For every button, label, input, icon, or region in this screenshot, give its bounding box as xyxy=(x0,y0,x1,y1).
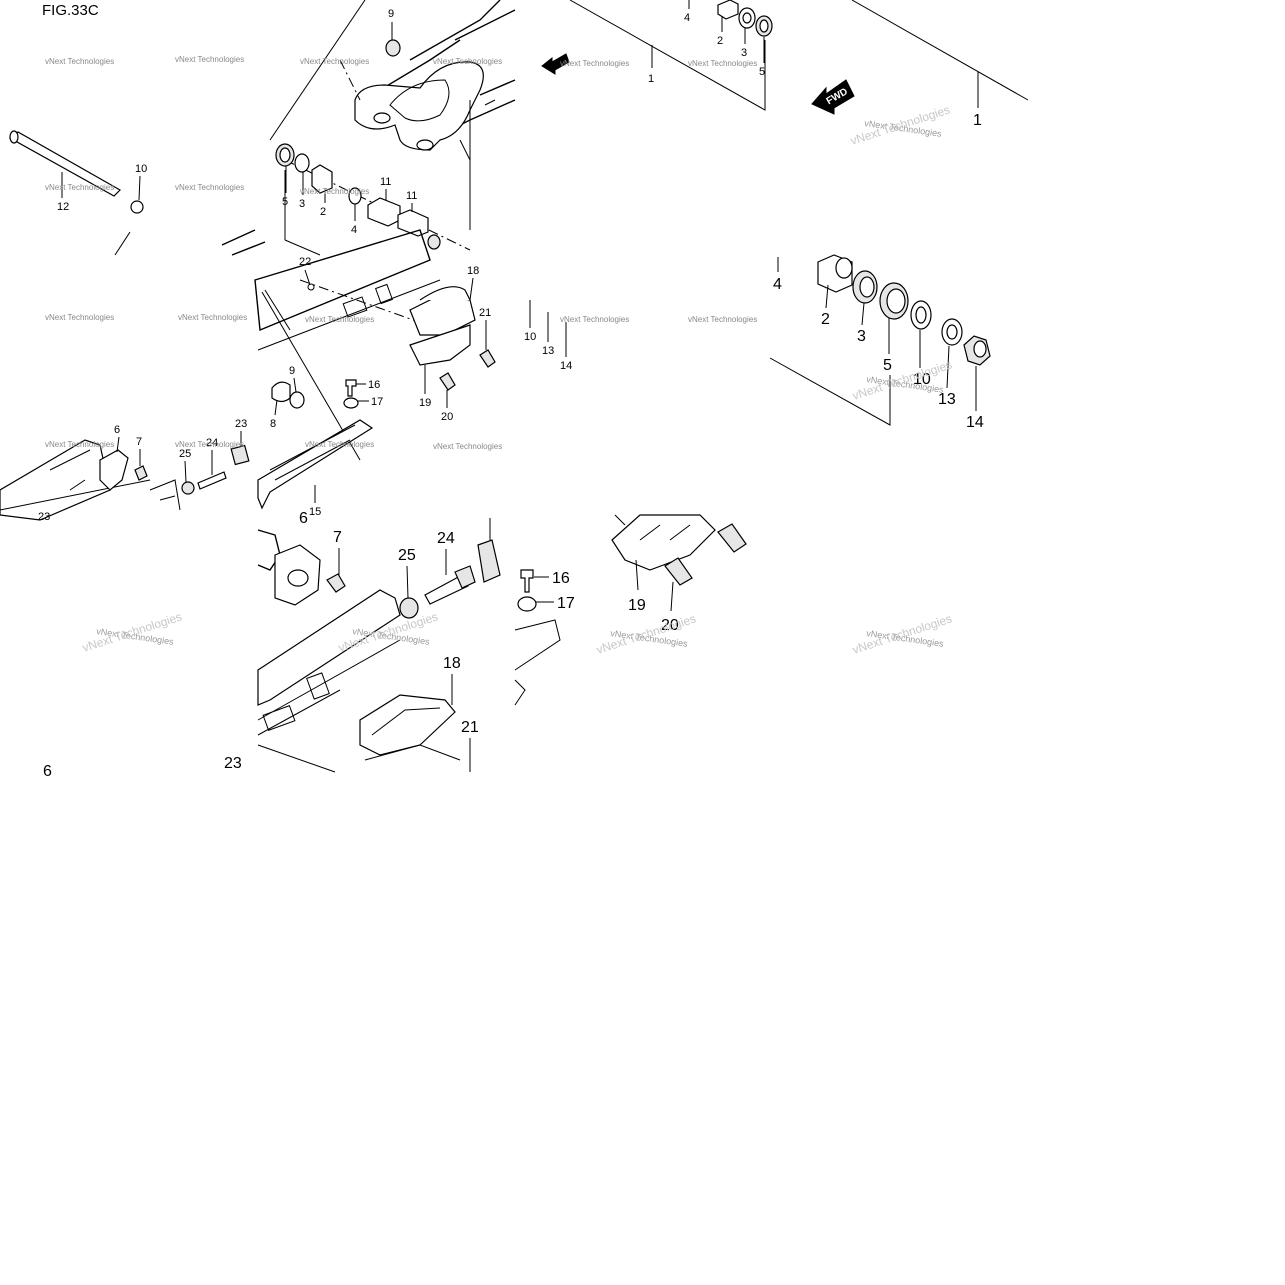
callout-label: 14 xyxy=(966,414,984,431)
watermark-text: vNext Technologies xyxy=(305,440,374,449)
callout-label: 23 xyxy=(235,418,247,430)
callout-label: 4 xyxy=(351,224,357,236)
part-8 xyxy=(271,381,291,403)
callout-label: 14 xyxy=(560,360,572,372)
callout-label: 8 xyxy=(270,418,276,430)
callout-label: 6 xyxy=(299,510,308,527)
callout-label: 19 xyxy=(628,597,646,614)
callout-label: 21 xyxy=(461,719,479,736)
callout-label: 20 xyxy=(441,411,453,423)
callout-label: 11 xyxy=(406,190,417,202)
callout-label: 17 xyxy=(557,595,575,612)
callout-label: 2 xyxy=(821,311,830,328)
callout-label: 18 xyxy=(467,265,479,277)
callout-label: 5 xyxy=(282,196,288,208)
callout-label: 6 xyxy=(114,424,120,436)
callout-label: 24 xyxy=(206,437,218,449)
callout-label: 4 xyxy=(773,276,782,293)
callout-label: 20 xyxy=(661,617,679,634)
callout-label: 10 xyxy=(913,371,931,388)
callout-label: 25 xyxy=(398,547,416,564)
watermark-text: vNext Technologies xyxy=(175,183,244,192)
callout-label: 12 xyxy=(57,201,69,213)
callout-label: 11 xyxy=(380,176,391,188)
figure-title: FIG.33C xyxy=(42,2,99,19)
watermark-text: vNext Technologies xyxy=(300,57,369,66)
callout-label: 5 xyxy=(883,357,892,374)
fwd-arrow-large: FWD xyxy=(811,79,855,115)
main-diagram xyxy=(0,0,516,521)
watermark-text: vNext Technologies xyxy=(178,313,247,322)
watermark-text: vNext Technologies xyxy=(688,315,757,324)
bottom-zoom-diagram: 6 7 23 6 25 24 16 17 18 21 xyxy=(38,510,747,780)
part-small-washer xyxy=(427,234,441,250)
callout-label: 22 xyxy=(299,256,311,268)
callout-label: 13 xyxy=(542,345,554,357)
callout-label: 16 xyxy=(368,379,380,391)
watermark-text: vNext Technologies xyxy=(688,59,757,68)
callout-label: 3 xyxy=(299,198,305,210)
watermark-text: vNext Technologies xyxy=(45,313,114,322)
watermark-text: vNext Technologies xyxy=(45,440,114,449)
watermark-text: vNext Technologies xyxy=(305,315,374,324)
callout-label: 10 xyxy=(524,331,536,343)
part-9-washer xyxy=(289,391,305,409)
callout-label: 19 xyxy=(419,397,431,409)
part-19-guide xyxy=(409,324,471,366)
callout-label: 2 xyxy=(320,206,326,218)
callout-label: 6 xyxy=(43,763,52,780)
callout-label: 10 xyxy=(135,163,147,175)
part-3-bearing xyxy=(294,153,310,173)
watermark-text: vNext Technologies xyxy=(433,57,502,66)
watermark-text: vNext Technologies xyxy=(45,57,114,66)
callout-label: 17 xyxy=(371,396,383,408)
watermark-text: vNext Technologies xyxy=(175,55,244,64)
callout-label: 9 xyxy=(289,365,295,377)
callout-label: 21 xyxy=(479,307,491,319)
callout-label: 16 xyxy=(552,570,570,587)
watermark-text: vNext Technologies xyxy=(300,187,369,196)
fwd-arrow-small xyxy=(541,53,570,75)
callout-label: 1 xyxy=(973,112,982,129)
callout-label: 2 xyxy=(717,35,723,47)
watermark-text: vNext Technologies xyxy=(175,440,244,449)
part-2-bushing xyxy=(311,164,333,194)
part-15-slider xyxy=(257,419,374,510)
watermark-text: vNext Technologies xyxy=(560,315,629,324)
part-9-nut-top xyxy=(385,39,401,57)
callout-label: 5 xyxy=(759,66,765,78)
part-11-collar xyxy=(367,197,401,227)
callout-label: 18 xyxy=(443,655,461,672)
watermark-text: vNext Technologies xyxy=(433,442,502,451)
part-6-adjuster xyxy=(99,449,129,491)
callout-label: 9 xyxy=(388,8,394,20)
callout-label: 24 xyxy=(437,530,455,547)
callout-label: 3 xyxy=(741,47,747,59)
top-center-zoom: 1 2 3 5 4 xyxy=(541,0,773,111)
callout-label: 23 xyxy=(224,755,242,772)
right-zoom-diagram: 1 FWD 4 2 3 5 10 13 14 xyxy=(769,0,1029,431)
callout-label: 13 xyxy=(938,391,956,408)
callout-label: 1 xyxy=(648,73,654,85)
watermark-text: vNext Technologies xyxy=(45,183,114,192)
main-callouts: 9 10 12 5 3 2 4 11 11 22 18 21 10 13 14 … xyxy=(57,8,572,518)
callout-label: 7 xyxy=(333,529,342,546)
callout-label: 23 xyxy=(38,511,50,523)
part-10-washer xyxy=(130,200,144,214)
watermark-text: vNext Technologies xyxy=(560,59,629,68)
callout-label: 4 xyxy=(684,12,690,24)
callout-label: 25 xyxy=(179,448,191,460)
callout-label: 15 xyxy=(309,506,321,518)
watermarks: vNext Technologies vNext Technologies vN… xyxy=(45,55,954,657)
callout-label: 3 xyxy=(857,328,866,345)
callout-label: 7 xyxy=(136,436,142,448)
